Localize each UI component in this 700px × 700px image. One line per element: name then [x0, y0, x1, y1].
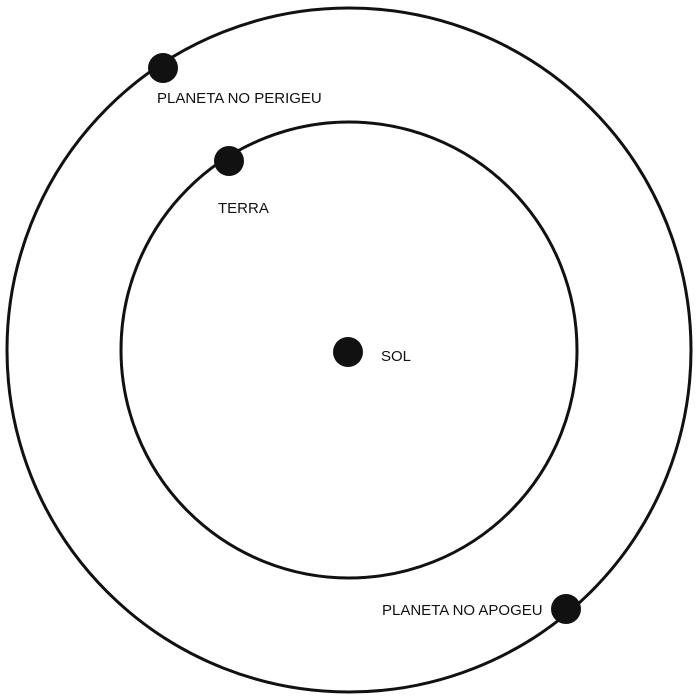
planet-perigee-label: PLANETA NO PERIGEU — [157, 90, 322, 107]
inner-orbit — [119, 120, 579, 580]
planet-perigee — [148, 53, 178, 83]
planet-apogee — [551, 594, 581, 624]
earth — [214, 146, 244, 176]
sun-label: SOL — [381, 348, 411, 365]
outer-orbit — [5, 6, 693, 694]
sun — [333, 337, 363, 367]
planet-apogee-label: PLANETA NO APOGEU — [382, 602, 543, 619]
earth-label: TERRA — [218, 200, 269, 217]
